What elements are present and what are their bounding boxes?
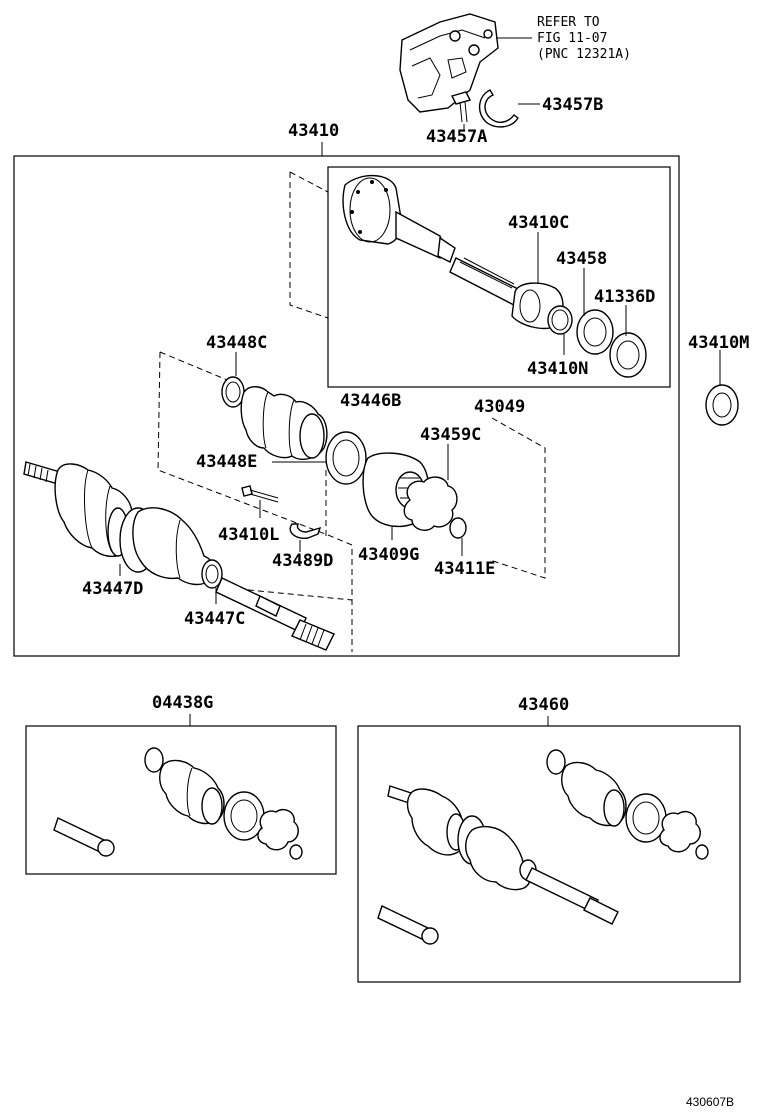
reference-note-line1: REFER TO	[537, 15, 600, 30]
kit-43460-clamp-large	[625, 793, 667, 843]
inboard-housing	[342, 174, 456, 263]
kit-04438G-boot	[159, 759, 225, 825]
kit-43460-box	[357, 725, 741, 983]
label-43448C: 43448C	[206, 333, 267, 353]
label-43410C: 43410C	[508, 213, 569, 233]
label-43411E: 43411E	[434, 559, 495, 579]
label-43410L: 43410L	[218, 525, 279, 545]
label-43446B: 43446B	[340, 391, 401, 411]
assembly-43410-box	[13, 155, 680, 657]
label-43410M: 43410M	[688, 333, 749, 353]
label-04438G: 04438G	[152, 693, 213, 713]
inboard-shaft	[449, 257, 521, 306]
bracket-assembly	[399, 13, 532, 113]
bolt-43410L	[241, 485, 279, 503]
seal-41336D	[609, 332, 647, 378]
label-43049: 43049	[474, 397, 525, 417]
clamp-43448E	[325, 431, 367, 485]
snap-ring-43410N	[547, 305, 573, 335]
label-43457A: 43457A	[426, 127, 487, 147]
clip-43459C	[403, 476, 458, 531]
label-43459C: 43459C	[420, 425, 481, 445]
boot-43446B	[240, 386, 328, 460]
kit-04438G-clamp	[144, 747, 164, 773]
label-43489D: 43489D	[272, 551, 333, 571]
reference-note-line2: FIG 11-07	[537, 31, 607, 46]
label-43447C: 43447C	[184, 609, 245, 629]
bearing-43458	[576, 309, 614, 355]
snap-ring-43411E	[449, 517, 467, 539]
clamp-43448C	[221, 376, 245, 408]
reference-note-line3: (PNC 12321A)	[537, 47, 631, 62]
kit-43460-clip	[659, 810, 709, 860]
kit-43460-clamp	[546, 749, 566, 775]
kit-43460-boot	[561, 761, 627, 827]
label-43458: 43458	[556, 249, 607, 269]
label-43409G: 43409G	[358, 545, 419, 565]
label-43410N: 43410N	[527, 359, 588, 379]
outboard-stub-shaft	[23, 461, 61, 485]
figure-code: 430607B	[686, 1095, 734, 1109]
kit-43460-grease-tube	[377, 905, 439, 945]
label-43460: 43460	[518, 695, 569, 715]
label-43448E: 43448E	[196, 452, 257, 472]
label-43447D: 43447D	[82, 579, 143, 599]
clip-43489D	[289, 523, 322, 539]
inboard-joint-box	[327, 166, 671, 388]
kit-04438G-box	[25, 725, 337, 875]
clamp-43447C	[201, 559, 223, 589]
kit-04438G-clip	[257, 808, 303, 860]
snap-ring-clip	[479, 89, 540, 128]
label-43410: 43410	[288, 121, 339, 141]
label-43457B: 43457B	[542, 95, 603, 115]
bracket-bolt	[450, 91, 472, 130]
drive-shaft	[215, 577, 335, 651]
label-41336D: 41336D	[594, 287, 655, 307]
kit-04438G-grease-tube	[53, 817, 115, 857]
kit-43460-shaft	[525, 867, 619, 925]
seal-43410M	[705, 384, 739, 426]
